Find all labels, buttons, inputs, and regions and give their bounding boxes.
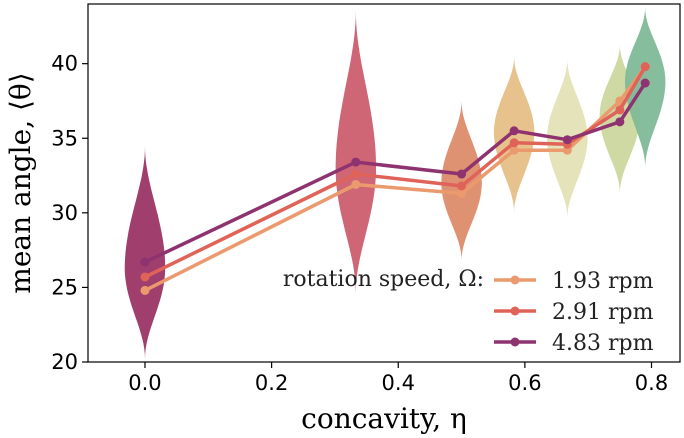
data-point-s2-4: [562, 135, 572, 145]
series-lines: [140, 62, 650, 295]
data-point-s2-3: [509, 126, 519, 136]
data-point-s0-0: [140, 285, 150, 295]
x-tick-label-3: 0.6: [508, 371, 541, 395]
x-tick-label-4: 0.8: [635, 371, 668, 395]
data-point-s2-6: [640, 78, 650, 88]
y-axis-label: mean angle, ⟨θ⟩: [4, 72, 37, 293]
legend-swatch-marker-1: [510, 306, 520, 316]
legend-title: rotation speed, Ω:: [283, 267, 484, 292]
x-axis-ticks: 0.0 0.2 0.4 0.6 0.8: [128, 362, 668, 395]
data-point-s1-5: [615, 105, 625, 115]
legend-entry-1: 2.91 rpm: [552, 300, 654, 325]
x-tick-label-2: 0.4: [382, 371, 415, 395]
data-point-s2-5: [615, 117, 625, 127]
violin-0: [124, 145, 166, 359]
data-point-s1-2: [457, 181, 467, 191]
data-point-s2-0: [140, 257, 150, 267]
data-point-s2-1: [351, 157, 361, 167]
legend-swatch-marker-0: [510, 275, 520, 285]
axes: [87, 3, 681, 363]
plot-frame: [87, 3, 681, 363]
data-point-s1-3: [509, 138, 519, 148]
data-point-s0-3: [509, 145, 519, 155]
x-tick-label-1: 0.2: [255, 371, 288, 395]
data-point-s0-1: [351, 179, 361, 189]
y-tick-label-3: 35: [51, 126, 78, 150]
y-tick-label-0: 20: [51, 350, 78, 374]
legend-entry-0: 1.93 rpm: [552, 269, 654, 294]
x-axis-label: concavity, η: [301, 402, 467, 435]
data-point-s0-2: [457, 188, 467, 198]
violin-1: [335, 10, 376, 294]
y-tick-label-4: 40: [51, 52, 78, 76]
data-point-s1-0: [140, 272, 150, 282]
data-point-s1-6: [640, 62, 650, 72]
data-point-s2-2: [457, 169, 467, 179]
y-axis-ticks: 20 25 30 35 40: [51, 52, 88, 374]
legend-swatch-marker-2: [510, 337, 520, 347]
x-tick-label-0: 0.0: [128, 371, 161, 395]
legend: rotation speed, Ω: 1.93 rpm 2.91 rpm 4.83 …: [283, 267, 654, 356]
legend-entry-2: 4.83 rpm: [552, 331, 654, 356]
violin-2: [441, 101, 482, 261]
y-tick-label-1: 25: [51, 275, 78, 299]
y-tick-label-2: 30: [51, 201, 78, 225]
data-point-s1-1: [351, 169, 361, 179]
